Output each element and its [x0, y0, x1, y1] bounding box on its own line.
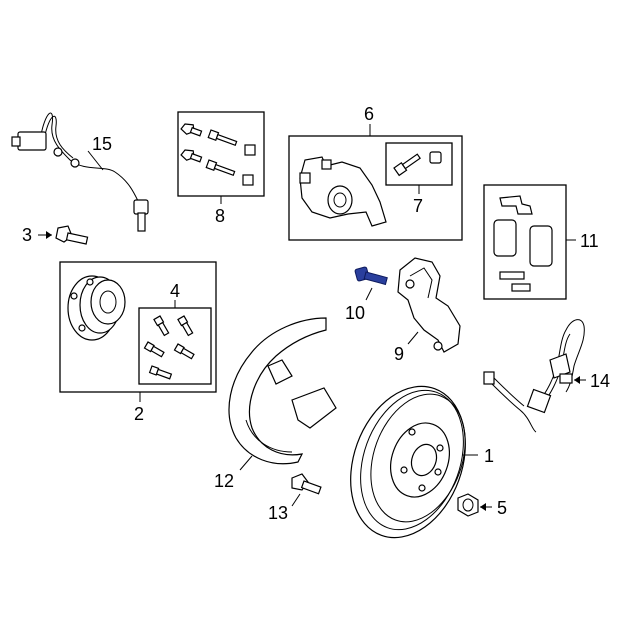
part-15-wheel-speed-sensor[interactable] — [11, 112, 149, 232]
part-8-bolt-kit[interactable] — [177, 111, 265, 197]
part-7-caliper-bolt-kit[interactable] — [385, 142, 453, 186]
arrow-14 — [574, 376, 580, 384]
leader-12 — [239, 455, 253, 471]
label-5: 5 — [497, 498, 507, 518]
box-11 — [483, 184, 567, 300]
part-10-caliper-bracket-bolt[interactable] — [354, 266, 388, 286]
part-1-brake-rotor[interactable] — [331, 370, 486, 554]
label-14: 14 — [590, 371, 610, 391]
label-9: 9 — [394, 344, 404, 364]
part-13-shield-bolt[interactable] — [291, 473, 322, 495]
label-7: 7 — [413, 196, 423, 216]
part-4-hub-bolt-kit[interactable] — [138, 307, 212, 385]
label-10: 10 — [345, 303, 365, 323]
part-6-caliper[interactable] — [299, 156, 387, 227]
label-6: 6 — [364, 104, 374, 124]
label-13: 13 — [268, 503, 288, 523]
part-3-bolt[interactable] — [38, 225, 89, 245]
label-2: 2 — [134, 404, 144, 424]
leader-10 — [365, 287, 373, 301]
arrow-5 — [480, 503, 486, 511]
label-8: 8 — [215, 206, 225, 226]
part-11-brake-pads[interactable] — [493, 195, 553, 292]
label-3: 3 — [22, 225, 32, 245]
label-4: 4 — [170, 281, 180, 301]
leader-13 — [291, 493, 301, 507]
part-12-dust-shield[interactable] — [228, 317, 337, 465]
part-9-caliper-bracket[interactable] — [397, 257, 461, 353]
leader-9 — [407, 331, 419, 345]
box-6 — [288, 135, 463, 241]
label-11: 11 — [580, 231, 599, 251]
part-2-hub-assembly[interactable] — [67, 275, 126, 341]
label-15: 15 — [92, 134, 112, 154]
label-12: 12 — [214, 471, 234, 491]
part-5-hub-nut[interactable] — [457, 493, 479, 517]
box-2 — [59, 261, 217, 393]
label-1: 1 — [484, 446, 494, 466]
part-14-pad-wear-sensor[interactable] — [483, 319, 585, 433]
